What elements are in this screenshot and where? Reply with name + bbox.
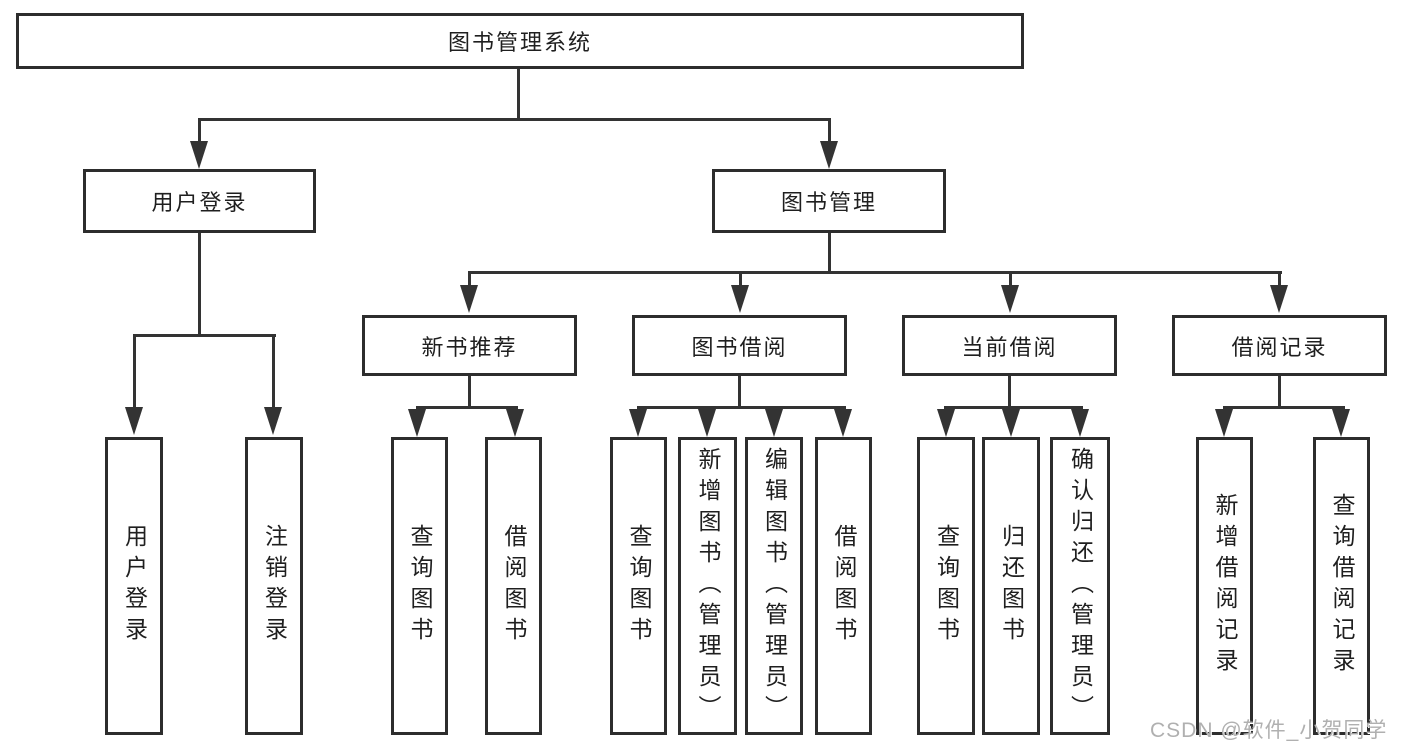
arrow-down-icon xyxy=(1332,409,1350,437)
arrow-down-icon xyxy=(1270,285,1288,313)
leaf-user-login: 用户登录 xyxy=(105,437,163,735)
connector-line xyxy=(133,334,136,408)
node-book-borrow: 图书借阅 xyxy=(632,315,847,376)
leaf-query-borrow-record: 查询借阅记录 xyxy=(1313,437,1370,735)
arrow-down-icon xyxy=(1071,409,1089,437)
connector-line xyxy=(828,233,831,274)
arrow-down-icon xyxy=(731,285,749,313)
connector-line xyxy=(468,376,471,409)
leaf-query-books-recommend: 查询图书 xyxy=(391,437,448,735)
connector-line xyxy=(517,69,520,119)
node-current-borrow-label: 当前借阅 xyxy=(961,334,1058,360)
leaf-return-book-label: 归还图书 xyxy=(998,524,1025,648)
node-borrow-records: 借阅记录 xyxy=(1172,315,1387,376)
leaf-edit-book-admin-label: 编辑图书（管理员） xyxy=(761,446,788,726)
connector-line xyxy=(416,406,518,409)
connector-line xyxy=(468,271,1282,274)
arrow-down-icon xyxy=(834,409,852,437)
connector-line xyxy=(1278,271,1281,286)
watermark: CSDN @软件_小贺同学 xyxy=(1150,719,1388,742)
connector-line xyxy=(1008,376,1011,409)
leaf-query-books-borrow-label: 查询图书 xyxy=(626,524,652,648)
connector-line xyxy=(739,271,742,286)
arrow-down-icon xyxy=(698,409,716,437)
node-borrow-records-label: 借阅记录 xyxy=(1231,334,1328,360)
leaf-edit-book-admin: 编辑图书（管理员） xyxy=(745,437,803,735)
connector-line xyxy=(1278,376,1281,409)
arrow-down-icon xyxy=(820,141,838,169)
connector-line xyxy=(1223,406,1345,409)
leaf-return-book: 归还图书 xyxy=(982,437,1040,735)
connector-line xyxy=(944,406,1083,409)
node-book-management-label: 图书管理 xyxy=(780,190,877,215)
node-user-login-label: 用户登录 xyxy=(151,190,248,215)
leaf-logout-label: 注销登录 xyxy=(261,524,288,648)
arrow-down-icon xyxy=(1215,409,1233,437)
node-current-borrow: 当前借阅 xyxy=(902,315,1117,376)
leaf-borrow-books-label: 借阅图书 xyxy=(831,524,857,648)
leaf-add-book-admin: 新增图书（管理员） xyxy=(678,437,737,735)
leaf-query-books-recommend-label: 查询图书 xyxy=(407,524,433,648)
node-root: 图书管理系统 xyxy=(16,13,1024,69)
connector-line xyxy=(828,118,831,143)
connector-line xyxy=(198,233,201,337)
node-new-book-recommend-label: 新书推荐 xyxy=(421,334,518,360)
leaf-confirm-return-admin: 确认归还（管理员） xyxy=(1050,437,1110,735)
arrow-down-icon xyxy=(629,409,647,437)
connector-line xyxy=(468,271,471,286)
leaf-borrow-books-recommend: 借阅图书 xyxy=(485,437,542,735)
node-book-management: 图书管理 xyxy=(712,169,946,233)
node-new-book-recommend: 新书推荐 xyxy=(362,315,577,376)
leaf-user-login-label: 用户登录 xyxy=(121,524,148,648)
node-root-label: 图书管理系统 xyxy=(447,30,592,55)
node-book-borrow-label: 图书借阅 xyxy=(691,334,788,360)
arrow-down-icon xyxy=(937,409,955,437)
arrow-down-icon xyxy=(1002,409,1020,437)
connector-line xyxy=(133,334,276,337)
leaf-borrow-books: 借阅图书 xyxy=(815,437,872,735)
connector-line xyxy=(1009,271,1012,286)
leaf-query-books-current-label: 查询图书 xyxy=(933,524,960,648)
leaf-confirm-return-admin-label: 确认归还（管理员） xyxy=(1067,446,1094,726)
leaf-add-borrow-record-label: 新增借阅记录 xyxy=(1212,493,1238,679)
leaf-borrow-books-recommend-label: 借阅图书 xyxy=(501,524,527,648)
leaf-add-borrow-record: 新增借阅记录 xyxy=(1196,437,1253,735)
arrow-down-icon xyxy=(264,407,282,435)
node-user-login: 用户登录 xyxy=(83,169,316,233)
connector-line xyxy=(637,406,846,409)
arrow-down-icon xyxy=(190,141,208,169)
leaf-logout: 注销登录 xyxy=(245,437,303,735)
arrow-down-icon xyxy=(460,285,478,313)
arrow-down-icon xyxy=(506,409,524,437)
arrow-down-icon xyxy=(1001,285,1019,313)
arrow-down-icon xyxy=(408,409,426,437)
connector-line xyxy=(198,118,831,121)
arrow-down-icon xyxy=(765,409,783,437)
connector-line xyxy=(738,376,741,409)
leaf-query-books-current: 查询图书 xyxy=(917,437,975,735)
connector-line xyxy=(272,334,275,408)
arrow-down-icon xyxy=(125,407,143,435)
connector-line xyxy=(198,118,201,143)
leaf-query-borrow-record-label: 查询借阅记录 xyxy=(1329,493,1355,679)
leaf-query-books-borrow: 查询图书 xyxy=(610,437,667,735)
leaf-add-book-admin-label: 新增图书（管理员） xyxy=(695,446,721,726)
